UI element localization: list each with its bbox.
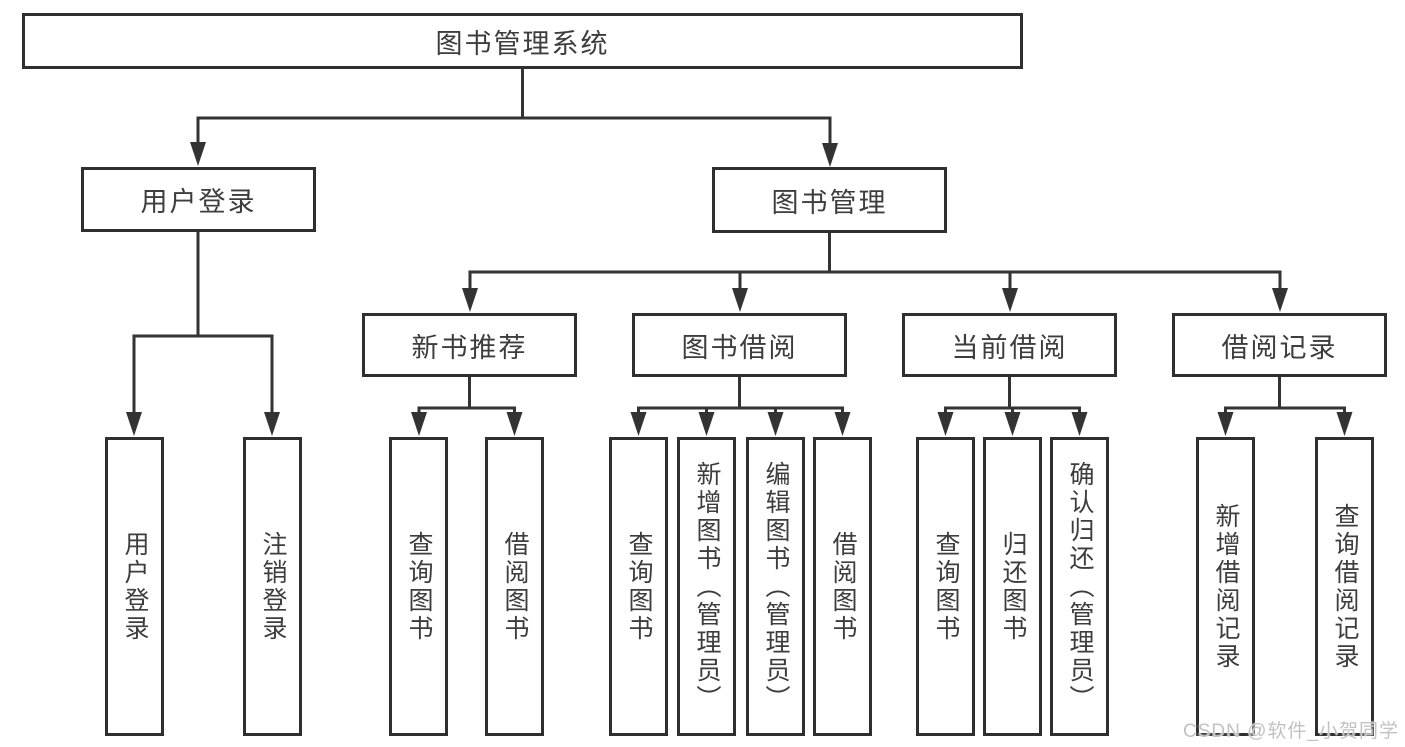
node-current-borrow: 当前借阅: [902, 313, 1117, 377]
node-current-borrow-label: 当前借阅: [951, 332, 1068, 363]
node-library-system: 图书管理系统: [22, 13, 1023, 69]
node-leaf-edit-books-admin: 编辑图书（管理员）: [746, 437, 805, 736]
node-leaf-query-books-3-label: 查询图书: [932, 530, 960, 643]
node-leaf-borrow-books-1-label: 借阅图书: [501, 530, 529, 643]
node-leaf-return-books-label: 归还图书: [999, 530, 1027, 643]
node-leaf-add-borrow-record-label: 新增借阅记录: [1212, 502, 1240, 671]
node-leaf-return-books: 归还图书: [983, 437, 1042, 736]
node-book-borrow: 图书借阅: [632, 313, 847, 377]
node-leaf-user-login-label: 用户登录: [121, 530, 149, 643]
node-leaf-borrow-books-2: 借阅图书: [813, 437, 872, 736]
connector-current-borrow-to-children: [937, 377, 1088, 436]
node-leaf-borrow-books-1: 借阅图书: [485, 437, 544, 736]
node-book-management: 图书管理: [712, 167, 947, 233]
connector-book-mgmt-to-level3: [462, 233, 1288, 312]
node-leaf-add-borrow-record: 新增借阅记录: [1196, 437, 1255, 736]
node-leaf-query-borrow-record-label: 查询借阅记录: [1331, 502, 1359, 671]
node-leaf-user-login: 用户登录: [105, 437, 164, 736]
node-leaf-query-books-3: 查询图书: [916, 437, 975, 736]
node-leaf-edit-books-admin-label: 编辑图书（管理员）: [762, 460, 790, 713]
node-leaf-query-books-2-label: 查询图书: [625, 530, 653, 643]
node-book-management-label: 图书管理: [771, 187, 888, 218]
node-leaf-borrow-books-2-label: 借阅图书: [829, 530, 857, 643]
node-borrow-records: 借阅记录: [1172, 313, 1387, 377]
node-leaf-query-books-2: 查询图书: [609, 437, 668, 736]
node-book-borrow-label: 图书借阅: [681, 332, 798, 363]
connector-book-borrow-to-children: [630, 377, 851, 436]
csdn-watermark: CSDN @软件_小贺同学: [1183, 721, 1399, 742]
node-leaf-confirm-return-admin: 确认归还（管理员）: [1050, 437, 1109, 736]
node-leaf-query-books-1: 查询图书: [389, 437, 448, 736]
connector-new-books-to-children: [411, 377, 523, 436]
node-leaf-logout-label: 注销登录: [259, 530, 287, 643]
connector-user-login-to-children: [126, 232, 280, 436]
node-leaf-add-books-admin-label: 新增图书（管理员）: [693, 460, 721, 713]
node-leaf-confirm-return-admin-label: 确认归还（管理员）: [1066, 460, 1094, 713]
node-user-login-label: 用户登录: [140, 187, 257, 217]
node-leaf-query-borrow-record: 查询借阅记录: [1315, 437, 1374, 736]
node-borrow-records-label: 借阅记录: [1221, 332, 1338, 363]
node-leaf-logout: 注销登录: [243, 437, 302, 736]
node-leaf-query-books-1-label: 查询图书: [405, 530, 433, 643]
node-new-book-recommend-label: 新书推荐: [411, 332, 528, 363]
connector-borrow-records-to-children: [1217, 377, 1353, 436]
node-user-login: 用户登录: [81, 167, 316, 232]
node-library-system-label: 图书管理系统: [435, 28, 610, 59]
connector-root-to-level2: [190, 69, 838, 167]
node-leaf-add-books-admin: 新增图书（管理员）: [677, 437, 736, 736]
node-new-book-recommend: 新书推荐: [362, 313, 577, 377]
